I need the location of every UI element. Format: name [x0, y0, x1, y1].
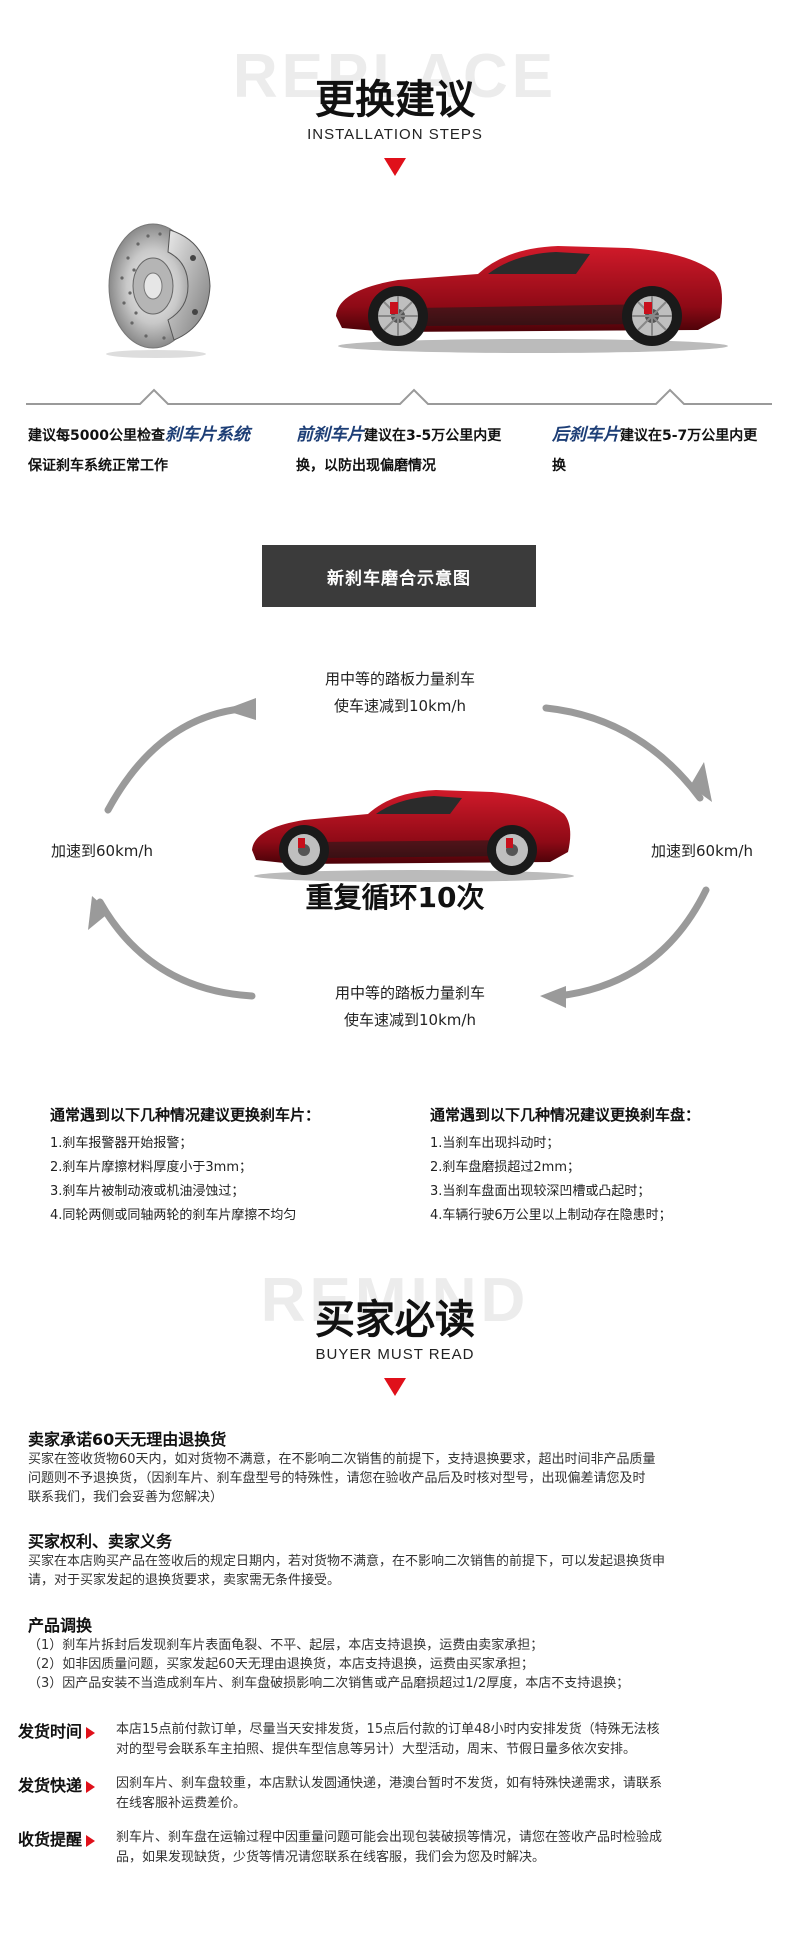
sports-car-center-image: [252, 790, 574, 882]
arrow-right-icon: [86, 1726, 96, 1739]
repeat-cycle-text: 重复循环10次: [305, 881, 485, 914]
return-policy-text: 买家在签收货物60天内，如对货物不满意，在不影响二次销售的前提下，支持退换要求，…: [28, 1452, 656, 1505]
ship-time-text: 本店15点前付款订单，尽量当天安排发货，15点后付款的订单48小时内安排发货（特…: [116, 1722, 660, 1757]
ship-express-text: 因刹车片、刹车盘较重，本店默认发圆通快递，港澳台暂时不发货，如有特殊快递需求，请…: [116, 1776, 663, 1811]
rights-text: 买家在本店购买产品在签收后的规定日期内，若对货物不满意，在不影响二次销售的前提下…: [28, 1554, 666, 1588]
brake-disc-image: [106, 223, 211, 358]
return-policy-title: 卖家承诺60天无理由退换货: [28, 1430, 227, 1449]
discs-list: 1.当刹车出现抖动时； 2.刹车盘磨损超过2mm； 3.当刹车盘面出现较深凹槽或…: [430, 1132, 672, 1228]
ship-express-label: 发货快递: [18, 1772, 96, 1796]
pads-list: 1.刹车报警器开始报警； 2.刹车片摩擦材料厚度小于3mm； 3.刹车片被制动液…: [50, 1132, 296, 1228]
arrow-right-icon: [86, 1780, 96, 1793]
arrow-right-icon: [86, 1834, 96, 1847]
cycle-left-text: 加速到60km/h: [51, 842, 153, 860]
list-item: 1.当刹车出现抖动时；: [430, 1136, 560, 1151]
exchange-text: （1）刹车片拆封后发现刹车片表面龟裂、不平、起层，本店支持退换，运费由卖家承担；…: [28, 1638, 630, 1691]
receive-reminder-label: 收货提醒: [18, 1826, 96, 1850]
remind-subtitle: BUYER MUST READ: [315, 1346, 475, 1363]
receive-reminder-text: 刹车片、刹车盘在运输过程中因重量问题可能会出现包装破损等情况，请您在签收产品时检…: [116, 1830, 663, 1865]
remind-watermark: REMIND: [260, 1266, 530, 1335]
sports-car-image: [336, 246, 728, 353]
cycle-top-text: 用中等的踏板力量刹车 使车速减到10km/h: [324, 670, 475, 715]
exchange-title: 产品调换: [28, 1616, 93, 1635]
down-triangle-icon: [384, 1378, 406, 1396]
cycle-arrows: [88, 698, 712, 1008]
discs-list-title: 通常遇到以下几种情况建议更换刹车盘：: [430, 1106, 701, 1124]
install-subtitle: INSTALLATION STEPS: [307, 126, 483, 143]
timeline-line: [26, 388, 772, 405]
tip-front-pads: 前刹车片建议在3-5万公里内更 换，以防出现偏磨情况: [296, 425, 502, 474]
tip-rear-pads: 后刹车片建议在5-7万公里内更 换: [552, 425, 758, 474]
list-item: 4.同轮两侧或同轴两轮的刹车片摩擦不均匀: [50, 1208, 297, 1223]
rights-title: 买家权利、卖家义务: [28, 1532, 173, 1551]
list-item: 2.刹车片摩擦材料厚度小于3mm；: [50, 1160, 253, 1175]
tip-check-interval: 建议每5000公里检查刹车片系统 保证刹车系统正常工作: [28, 425, 250, 474]
break-in-diagram-button[interactable]: 新刹车磨合示意图: [262, 545, 536, 607]
list-item: 3.刹车片被制动液或机油浸蚀过；: [50, 1184, 245, 1199]
pads-list-title: 通常遇到以下几种情况建议更换刹车片：: [50, 1106, 321, 1124]
list-item: 4.车辆行驶6万公里以上制动存在隐患时；: [430, 1208, 672, 1223]
cycle-bottom-text: 用中等的踏板力量刹车 使车速减到10km/h: [334, 984, 485, 1029]
list-item: 3.当刹车盘面出现较深凹槽或凸起时；: [430, 1184, 651, 1199]
install-title: 更换建议: [315, 77, 475, 123]
cycle-right-text: 加速到60km/h: [651, 842, 753, 860]
replace-watermark: REPLACE: [232, 42, 558, 111]
list-item: 1.刹车报警器开始报警；: [50, 1136, 193, 1151]
list-item: 2.刹车盘磨损超过2mm；: [430, 1160, 581, 1175]
down-triangle-icon: [384, 158, 406, 176]
ship-time-label: 发货时间: [18, 1718, 96, 1742]
remind-title: 买家必读: [315, 1297, 475, 1343]
